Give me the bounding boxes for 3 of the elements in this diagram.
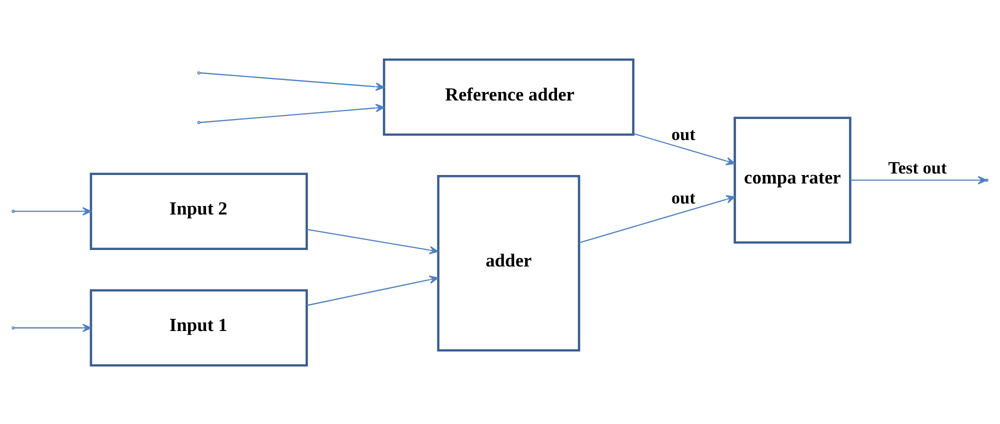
edge-label: out — [671, 124, 696, 144]
edge-label: out — [671, 188, 696, 207]
edge-label: Test out — [888, 158, 947, 177]
